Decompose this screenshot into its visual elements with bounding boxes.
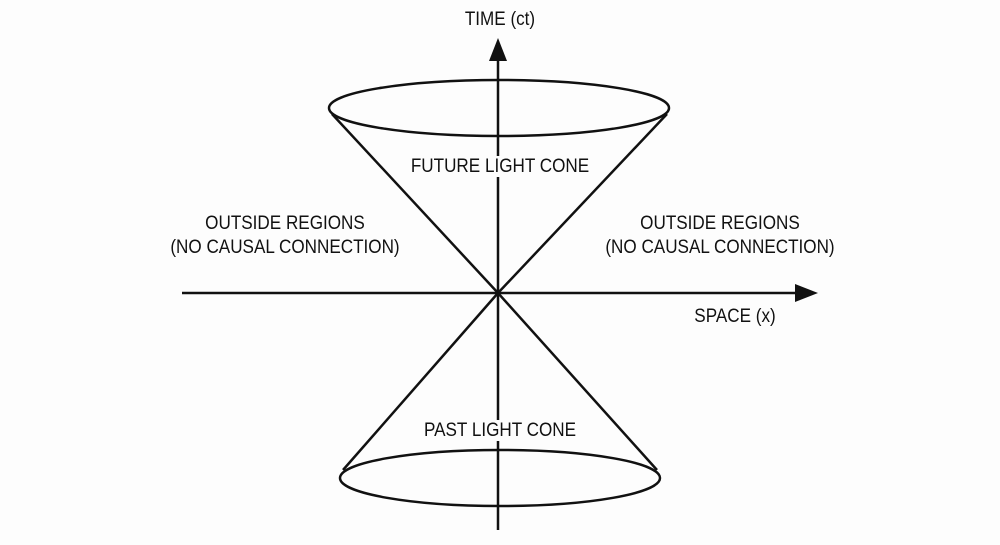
past-cone-rim: [338, 448, 662, 508]
outside-left-line2: (NO CAUSAL CONNECTION): [170, 237, 400, 258]
past-cone-label: PAST LIGHT CONE: [410, 419, 590, 443]
future-cone-label: FUTURE LIGHT CONE: [401, 155, 599, 179]
past-cone-left-edge: [342, 292, 499, 471]
time-axis-label: TIME (ct): [464, 9, 536, 30]
outside-right-line1: OUTSIDE REGIONS: [640, 213, 800, 234]
outside-right-label: OUTSIDE REGIONS (NO CAUSAL CONNECTION): [599, 212, 842, 260]
future-cone-label-text: FUTURE LIGHT CONE: [409, 156, 591, 177]
future-cone-rim: [327, 78, 671, 138]
past-cone-right-edge: [497, 292, 658, 471]
time-arrowhead-icon: [489, 38, 507, 61]
space-axis-label: SPACE (x): [694, 306, 776, 327]
future-cone-right-edge: [497, 113, 668, 294]
outside-right-line2: (NO CAUSAL CONNECTION): [605, 237, 835, 258]
space-arrowhead-icon: [795, 284, 818, 302]
past-cone-label-text: PAST LIGHT CONE: [422, 420, 578, 441]
outside-left-line1: OUTSIDE REGIONS: [205, 213, 365, 234]
future-cone-left-edge: [331, 113, 499, 294]
outside-left-label: OUTSIDE REGIONS (NO CAUSAL CONNECTION): [164, 212, 407, 260]
